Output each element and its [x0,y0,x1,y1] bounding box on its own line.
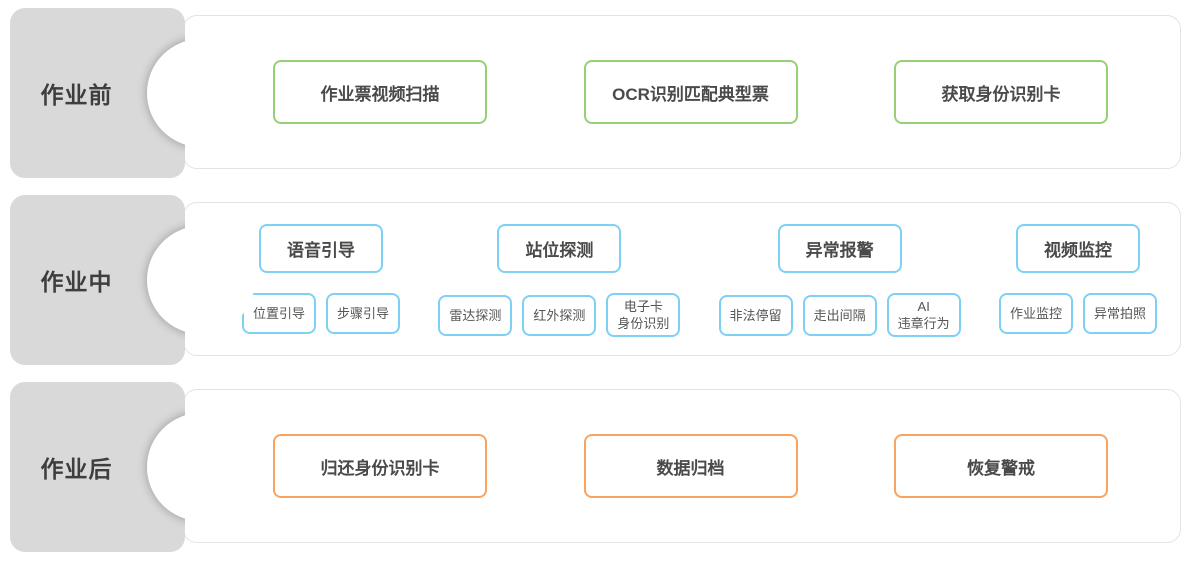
notch-circle [147,413,255,521]
before-work-steps: 作业票视频扫描 OCR识别匹配典型票 获取身份识别卡 [184,16,1180,168]
group-header-box: 站位探测 [497,224,622,273]
sub-box-leave-bay: 走出间隔 [802,294,877,336]
after-work-panel: 归还身份识别卡 数据归档 恢复警戒 [183,389,1181,543]
group-sub-boxes: 雷达探测 红外探测 电子卡 身份识别 [438,293,681,337]
group-video-monitoring: 视频监控 作业监控 异常拍照 [998,224,1157,355]
sub-box-position-guide: 位置引导 [242,293,317,334]
group-header-box: 语音引导 [259,224,384,273]
group-sub-boxes: 作业监控 异常拍照 [998,293,1157,334]
tab-label: 作业前 [40,82,113,108]
before-work-panel: 作业票视频扫描 OCR识别匹配典型票 获取身份识别卡 [183,15,1181,169]
sub-box-work-monitor: 作业监控 [998,293,1073,334]
group-header-box: 异常报警 [777,224,902,273]
step-box-return-id-card: 归还身份识别卡 [273,434,487,498]
sub-box-ecard-identity: 电子卡 身份识别 [606,293,681,337]
notch-circle [147,39,255,147]
group-sub-boxes: 非法停留 走出间隔 AI 违章行为 [718,293,961,337]
tab-label: 作业后 [40,456,113,482]
sub-box-radar-detect: 雷达探测 [438,294,513,336]
group-abnormal-alarm: 异常报警 非法停留 走出间隔 AI 违章行为 [718,224,961,355]
group-voice-guidance: 语音引导 位置引导 步骤引导 [242,224,401,355]
work-process-diagram: 作业票视频扫描 OCR识别匹配典型票 获取身份识别卡 作业前 [0,8,1200,580]
during-work-groups: 语音引导 位置引导 步骤引导 [184,203,1180,355]
sub-box-illegal-stay: 非法停留 [718,294,793,336]
group-header-label: 语音引导 [287,241,356,260]
tab-label: 作业中 [40,269,113,295]
after-work-steps: 归还身份识别卡 数据归档 恢复警戒 [184,390,1180,542]
section-during-work: 语音引导 位置引导 步骤引导 [0,195,1200,365]
notch-circle [147,226,255,334]
step-label: OCR识别匹配典型票 [612,84,769,104]
during-work-panel: 语音引导 位置引导 步骤引导 [183,202,1181,356]
sub-box-abnormal-photo: 异常拍照 [1082,293,1157,334]
section-before-work: 作业票视频扫描 OCR识别匹配典型票 获取身份识别卡 作业前 [0,8,1200,178]
group-sub-boxes: 位置引导 步骤引导 [242,293,401,334]
group-header-label: 站位探测 [525,241,594,260]
step-box-ocr-match: OCR识别匹配典型票 [583,60,798,124]
step-box-data-archive: 数据归档 [583,434,798,498]
step-label: 恢复警戒 [967,458,1035,478]
step-label: 作业票视频扫描 [320,84,440,104]
step-box-get-id-card: 获取身份识别卡 [894,60,1108,124]
step-box-restore-alert: 恢复警戒 [894,434,1108,498]
section-after-work: 归还身份识别卡 数据归档 恢复警戒 作业后 [0,382,1200,552]
sub-box-step-guide: 步骤引导 [326,293,401,334]
group-header-box: 视频监控 [1015,224,1140,273]
group-position-detection: 站位探测 雷达探测 红外探测 电子卡 身份识别 [438,224,681,355]
group-header-label: 异常报警 [805,241,874,260]
sub-box-infrared-detect: 红外探测 [522,294,597,336]
step-label: 归还身份识别卡 [320,458,440,478]
sub-box-ai-violation: AI 违章行为 [886,293,961,337]
step-label: 数据归档 [656,458,725,478]
group-header-label: 视频监控 [1043,241,1112,260]
step-label: 获取身份识别卡 [941,84,1061,104]
step-box-ticket-video-scan: 作业票视频扫描 [273,60,487,124]
